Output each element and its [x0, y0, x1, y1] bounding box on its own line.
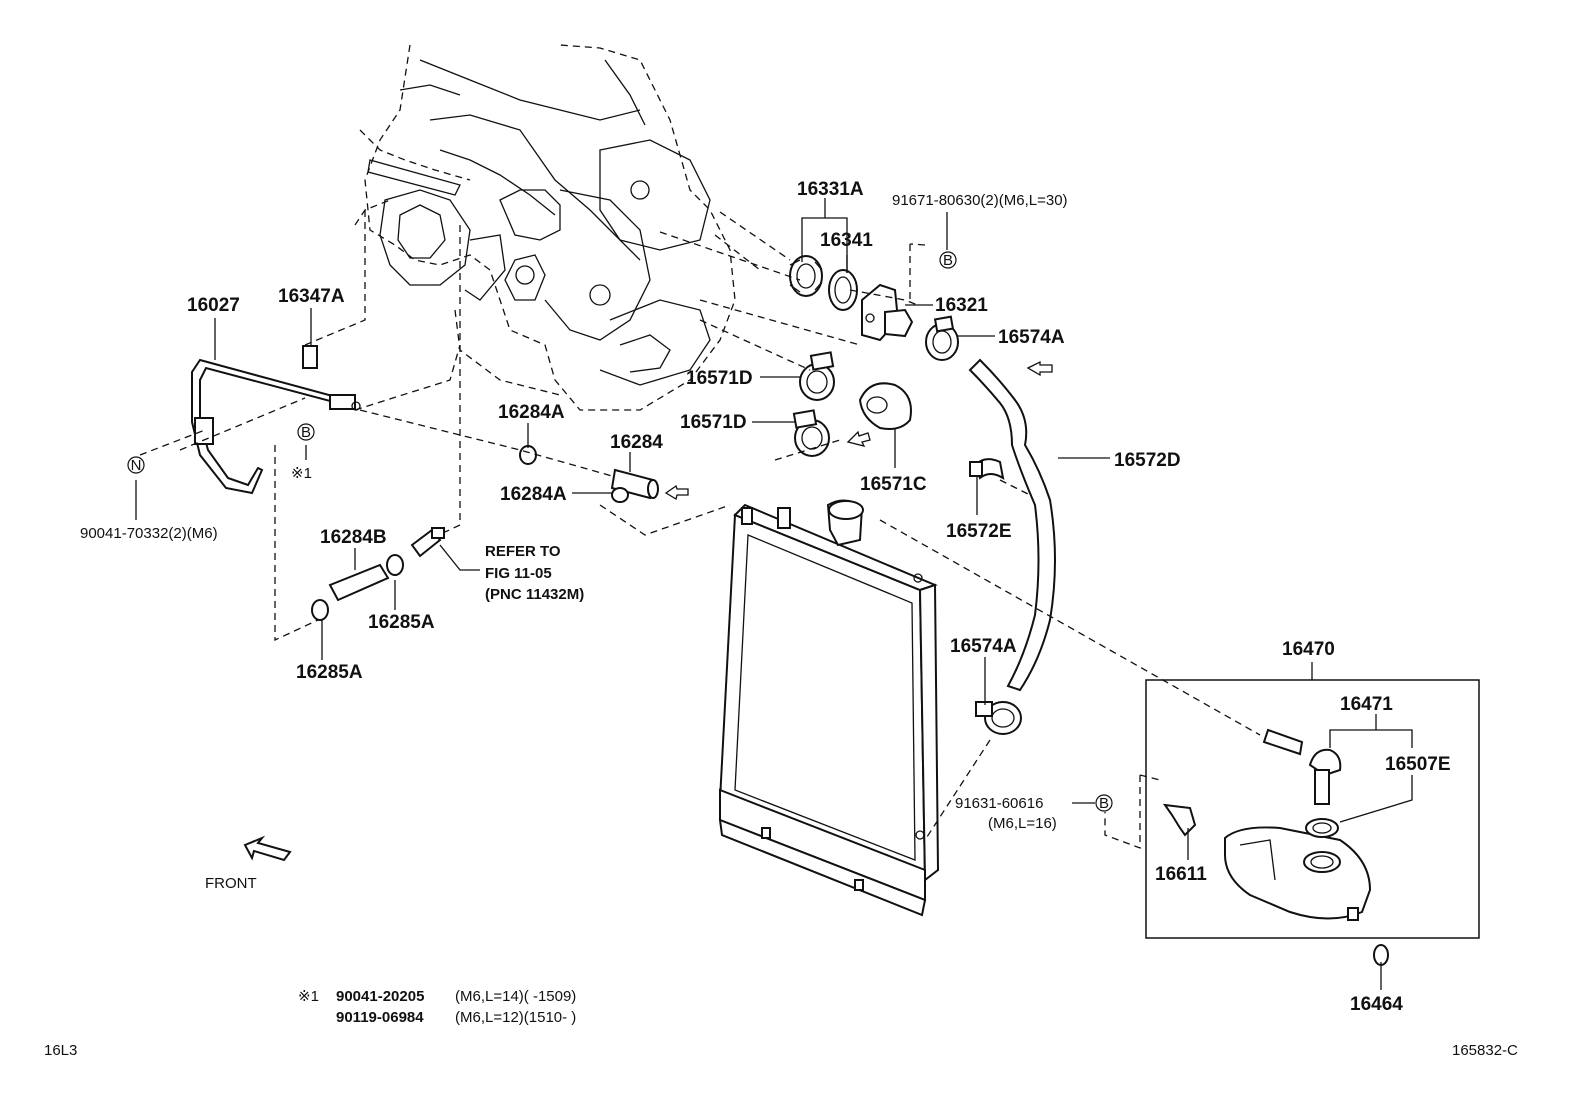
- label-16572D: 16572D: [1114, 450, 1181, 471]
- refer-text-1: REFER TO: [485, 543, 561, 560]
- label-16571C: 16571C: [860, 474, 927, 495]
- footnote-spec-2: (M6,L=12)(1510- ): [455, 1009, 576, 1026]
- marker-B-2: B: [1095, 794, 1113, 812]
- label-90041-70332: 90041-70332(2)(M6): [80, 525, 218, 542]
- footnote-mark: ※1: [298, 988, 319, 1005]
- label-16285A-b: 16285A: [296, 662, 363, 683]
- leader-lines: [135, 198, 1413, 990]
- footnote-pn-2: 90119-06984: [336, 1009, 424, 1026]
- marker-B-3: B: [297, 423, 315, 441]
- label-16347A: 16347A: [278, 286, 345, 307]
- label-16611: 16611: [1155, 864, 1207, 885]
- label-16341: 16341: [820, 230, 873, 251]
- front-label: FRONT: [205, 875, 257, 892]
- engine-block-outline: [359, 44, 736, 411]
- reservoir-tank: [1224, 826, 1372, 921]
- clamp-16284A-b: [611, 487, 629, 503]
- label-91631-60616: 91631-60616: [955, 795, 1043, 812]
- clamp-16574A-top: [925, 315, 959, 361]
- svg-text:B: B: [301, 424, 311, 441]
- label-note-1: ※1: [291, 465, 312, 482]
- clamp-16571D-b: [792, 409, 830, 457]
- label-16284: 16284: [610, 432, 663, 453]
- label-16331A: 16331A: [797, 179, 864, 200]
- footnote: ※1 90041-20205 (M6,L=14)( -1509) 90119-0…: [298, 988, 576, 1026]
- label-16321: 16321: [935, 295, 988, 316]
- clip-16347A: [302, 345, 318, 369]
- part-labels: 16331A 16341 91671-80630(2)(M6,L=30) 163…: [80, 179, 1451, 1015]
- gasket-16507E: [1305, 818, 1339, 838]
- front-arrow: [243, 835, 292, 862]
- figure-code-right: 165832-C: [1452, 1042, 1518, 1059]
- clamp-16571D-a: [799, 351, 835, 401]
- clamp-16284A-a: [519, 445, 537, 465]
- marker-N: N: [127, 456, 145, 474]
- label-91671-80630: 91671-80630(2)(M6,L=30): [892, 192, 1068, 209]
- label-16571D-b: 16571D: [680, 412, 747, 433]
- flow-arrows: [664, 360, 1053, 501]
- label-16284A-b: 16284A: [500, 484, 567, 505]
- svg-text:B: B: [943, 252, 953, 269]
- radiator: [718, 499, 940, 917]
- marker-B-1: B: [939, 251, 957, 269]
- footnote-pn-1: 90041-20205: [336, 988, 424, 1005]
- bracket-16611: [1162, 803, 1197, 837]
- label-16284A-a: 16284A: [498, 402, 565, 423]
- label-16574A-top: 16574A: [998, 327, 1065, 348]
- label-16471: 16471: [1340, 694, 1393, 715]
- label-16284B: 16284B: [320, 527, 387, 548]
- label-16572E: 16572E: [946, 521, 1012, 542]
- label-16464: 16464: [1350, 994, 1403, 1015]
- water-inlet-16321: [861, 283, 914, 342]
- clamp-16572E: [969, 458, 1005, 481]
- clamp-16285A-a: [386, 554, 404, 576]
- hose-16284: [610, 468, 659, 500]
- label-16571D-a: 16571D: [686, 368, 753, 389]
- label-16574A-mid: 16574A: [950, 636, 1017, 657]
- clamp-16574A-mid: [975, 701, 1022, 735]
- thermostat-16331A: [789, 255, 823, 297]
- sensor-11432M: [410, 527, 445, 558]
- label-16470: 16470: [1282, 639, 1335, 660]
- figure-code-left: 16L3: [44, 1042, 77, 1059]
- label-16027: 16027: [187, 295, 240, 316]
- hose-16572D: [968, 358, 1056, 692]
- svg-text:N: N: [131, 457, 142, 474]
- bypass-pipe-16027: [191, 358, 361, 495]
- refer-text-3: (PNC 11432M): [485, 586, 584, 603]
- footnote-spec-1: (M6,L=14)( -1509): [455, 988, 576, 1005]
- assembly-lines: [139, 199, 1261, 849]
- refer-text-2: FIG 11-05: [485, 565, 552, 582]
- clamp-16285A-b: [311, 599, 329, 621]
- label-16285A-a: 16285A: [368, 612, 435, 633]
- svg-text:B: B: [1099, 795, 1109, 812]
- hose-16284B: [328, 563, 390, 602]
- label-16507E: 16507E: [1385, 754, 1451, 775]
- reservoir-hose: [1262, 728, 1304, 756]
- label-91631-spec: (M6,L=16): [988, 815, 1057, 832]
- gasket-16341: [828, 269, 858, 311]
- reservoir-cap-16471: [1308, 748, 1342, 805]
- hose-16571C: [858, 382, 912, 430]
